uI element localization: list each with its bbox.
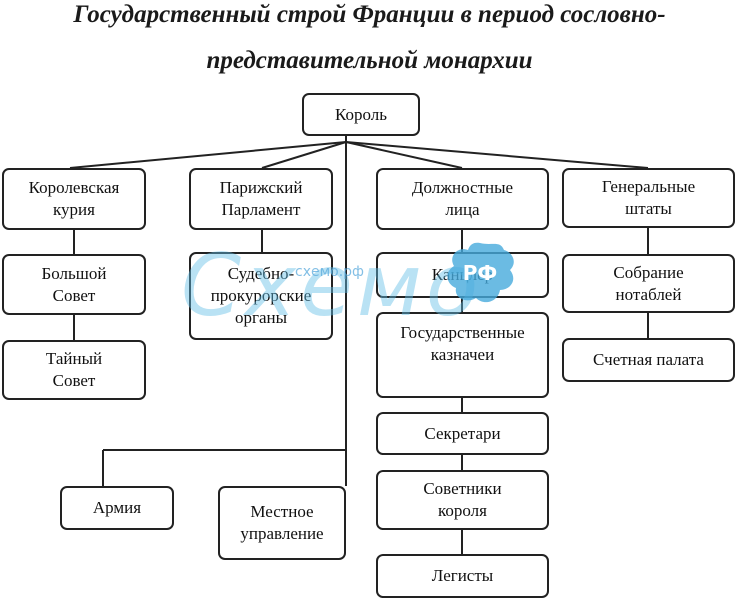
node-estates-general-line-2: штаты	[625, 199, 672, 218]
node-king-advisors-line-2: короля	[438, 501, 487, 520]
node-paris-parliament: Парижский Парламент	[189, 168, 333, 230]
diagram-title-line-1: Государственный строй Франции в период с…	[73, 1, 666, 28]
node-chamber-of-accounts-label: Счетная палата	[593, 350, 704, 369]
node-estates-general: Генеральные штаты	[562, 168, 735, 228]
node-officials-line-1: Должностные	[411, 178, 514, 197]
node-king-advisors: Советники короля	[376, 470, 549, 530]
node-judicial-bodies-line-3: органы	[234, 308, 288, 327]
node-king-label: Король	[334, 104, 387, 124]
node-secret-council: Тайный Совет	[2, 340, 146, 400]
node-secret-council-line-1: Тайный	[45, 349, 103, 368]
node-secretaries: Секретари	[376, 412, 549, 455]
node-great-council-line-1: Большой	[41, 263, 107, 283]
node-king: Король	[302, 93, 420, 136]
node-army-label: Армия	[92, 498, 142, 517]
node-notables-assembly-line-2: нотаблей	[615, 284, 682, 304]
node-estates-general-line-1: Генеральные	[601, 177, 696, 196]
node-king-advisors-line-1: Советники	[423, 479, 502, 498]
node-royal-curia-line-2: курия	[53, 200, 95, 219]
node-local-government: Местное управление	[218, 486, 346, 560]
diagram-title-line-2: представительной монархии	[206, 47, 533, 74]
node-local-government-line-1: Местное	[250, 502, 314, 521]
node-great-council-line-2: Совет	[52, 285, 96, 305]
node-chancellor: Канцлер	[376, 252, 549, 298]
node-legists-label: Легисты	[431, 566, 494, 585]
node-royal-curia-line-1: Королевская	[28, 178, 120, 197]
node-great-council: Большой Совет	[2, 254, 146, 315]
node-secret-council-line-2: Совет	[52, 371, 96, 390]
node-treasurers-line-1: Государственные	[400, 323, 525, 342]
node-treasurers: Государственные казначеи	[376, 312, 549, 398]
node-notables-assembly-line-1: Собрание	[613, 262, 684, 282]
node-judicial-bodies-line-2: прокурорские	[210, 286, 312, 305]
node-chamber-of-accounts: Счетная палата	[562, 338, 735, 382]
node-officials: Должностные лица	[376, 168, 549, 230]
node-paris-parliament-line-2: Парламент	[221, 200, 301, 219]
node-officials-line-2: лица	[445, 200, 480, 219]
node-army: Армия	[60, 486, 174, 530]
node-treasurers-line-2: казначеи	[430, 345, 495, 364]
node-royal-curia: Королевская курия	[2, 168, 146, 230]
node-notables-assembly: Собрание нотаблей	[562, 254, 735, 313]
node-judicial-bodies-line-1: Судебно-	[227, 264, 295, 283]
node-judicial-bodies: Судебно- прокурорские органы	[189, 252, 333, 340]
node-paris-parliament-line-1: Парижский	[219, 178, 303, 197]
node-chancellor-label: Канцлер	[431, 265, 494, 284]
node-legists: Легисты	[376, 554, 549, 598]
node-secretaries-label: Секретари	[424, 423, 501, 443]
node-local-government-line-2: управление	[240, 524, 324, 543]
